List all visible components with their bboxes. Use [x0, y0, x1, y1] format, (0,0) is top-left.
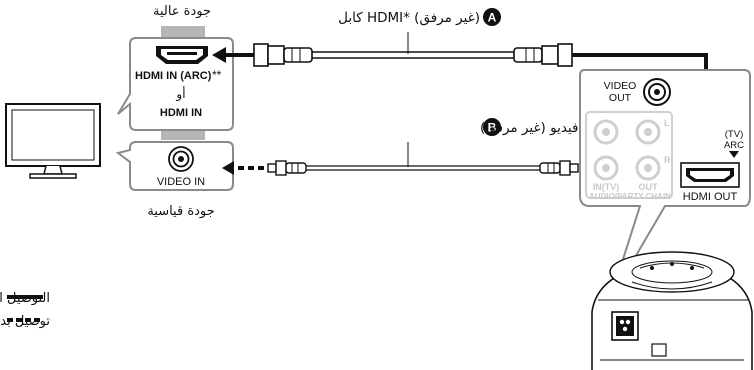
tv-hdmi-panel — [117, 26, 234, 140]
double-asterisk-label: ** — [212, 68, 222, 82]
hdmi-out-port-icon — [680, 162, 740, 188]
hdmi-in-label: HDMI IN — [160, 107, 202, 119]
tv-icon — [5, 103, 101, 179]
cable-b-label: كابل فيديو (غير مرفق) — [480, 120, 608, 136]
legend-recommended-label: التوصيل الموصى به — [0, 291, 50, 306]
speaker-rear-panel — [579, 69, 751, 301]
or-label: أو — [175, 86, 185, 102]
rca-jack-icon — [168, 146, 194, 172]
high-quality-label: جودة عالية — [153, 4, 211, 19]
in-tv-label: IN(TV) — [593, 182, 620, 192]
legend — [7, 295, 43, 322]
video-out-label-1: VIDEO — [604, 80, 637, 92]
svg-text:A: A — [488, 11, 497, 25]
tv-video-panel — [115, 141, 234, 191]
svg-text:B: B — [488, 121, 497, 135]
hdmi-port-icon — [156, 46, 208, 64]
arc-marker-icon — [729, 151, 739, 158]
legend-alternative-label: توصيل بديل — [0, 314, 50, 329]
r-label: R — [664, 155, 671, 165]
hdmi-out-label: HDMI OUT — [683, 191, 738, 203]
faded-rca-jacks — [593, 119, 661, 181]
video-out-jack-icon — [643, 78, 671, 106]
l-label: L — [664, 118, 670, 128]
speaker-icon — [591, 251, 753, 370]
cable-a-label: كابل HDMI* (غير مرفق) — [338, 10, 480, 26]
cable-b-badge: B — [483, 118, 501, 136]
hdmi-in-arc-label: HDMI IN (ARC) — [135, 70, 212, 82]
video-out-label-2: OUT — [609, 92, 632, 104]
standard-quality-label: جودة قياسية — [147, 204, 214, 219]
tv-arc-label-1: (TV) — [725, 129, 743, 140]
cable-a-badge: A — [483, 8, 501, 26]
audio-party-chain-label: AUDIO/PARTY CHAIN — [589, 192, 671, 201]
out-label: OUT — [639, 182, 659, 192]
tv-arc-label-2: ARC — [724, 140, 744, 151]
video-in-label: VIDEO IN — [157, 176, 205, 188]
